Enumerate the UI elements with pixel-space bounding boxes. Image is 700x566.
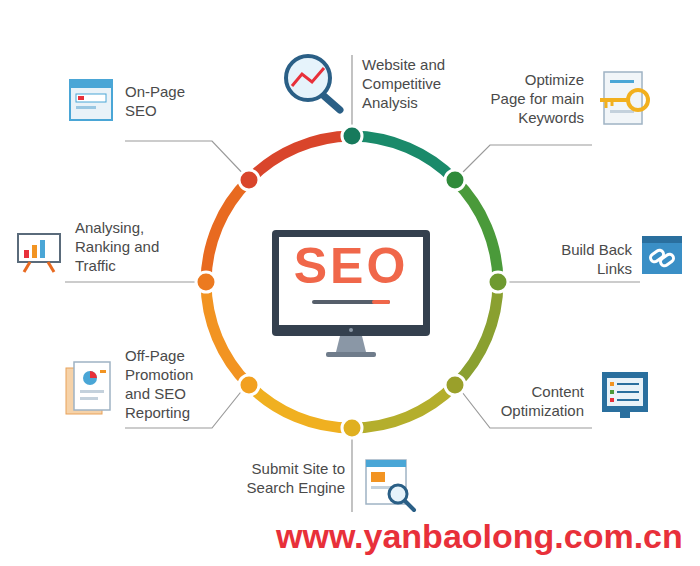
browser-icon: [70, 80, 112, 120]
monitor-screen: SEO: [279, 237, 423, 295]
easel-chart-icon: [18, 234, 60, 272]
step-label: Off-Page Promotion and SEO Reporting: [125, 346, 215, 422]
ring: [206, 136, 498, 428]
step-label: Build Back Links: [532, 240, 632, 278]
content-list-icon: [602, 372, 648, 418]
screen-title: SEO: [294, 237, 409, 295]
step-label: Submit Site to Search Engine: [235, 459, 345, 497]
key-document-icon: [600, 72, 648, 124]
magnifier-chart-icon: [286, 56, 340, 110]
leader-lines: [65, 55, 640, 512]
watermark: www.yanbaolong.com.cn: [276, 516, 683, 556]
step-label: Content Optimization: [484, 382, 584, 420]
step-label: Website and Competitive Analysis: [362, 55, 462, 112]
step-label: Analysing, Ranking and Traffic: [75, 218, 175, 275]
report-icon: [66, 362, 110, 414]
search-page-icon: [366, 460, 414, 510]
link-icon: [642, 236, 682, 274]
ring-dots: [196, 126, 508, 438]
step-label: On-Page SEO: [125, 82, 215, 120]
monitor: [272, 230, 430, 357]
step-label: Optimize Page for main Keywords: [488, 70, 584, 127]
